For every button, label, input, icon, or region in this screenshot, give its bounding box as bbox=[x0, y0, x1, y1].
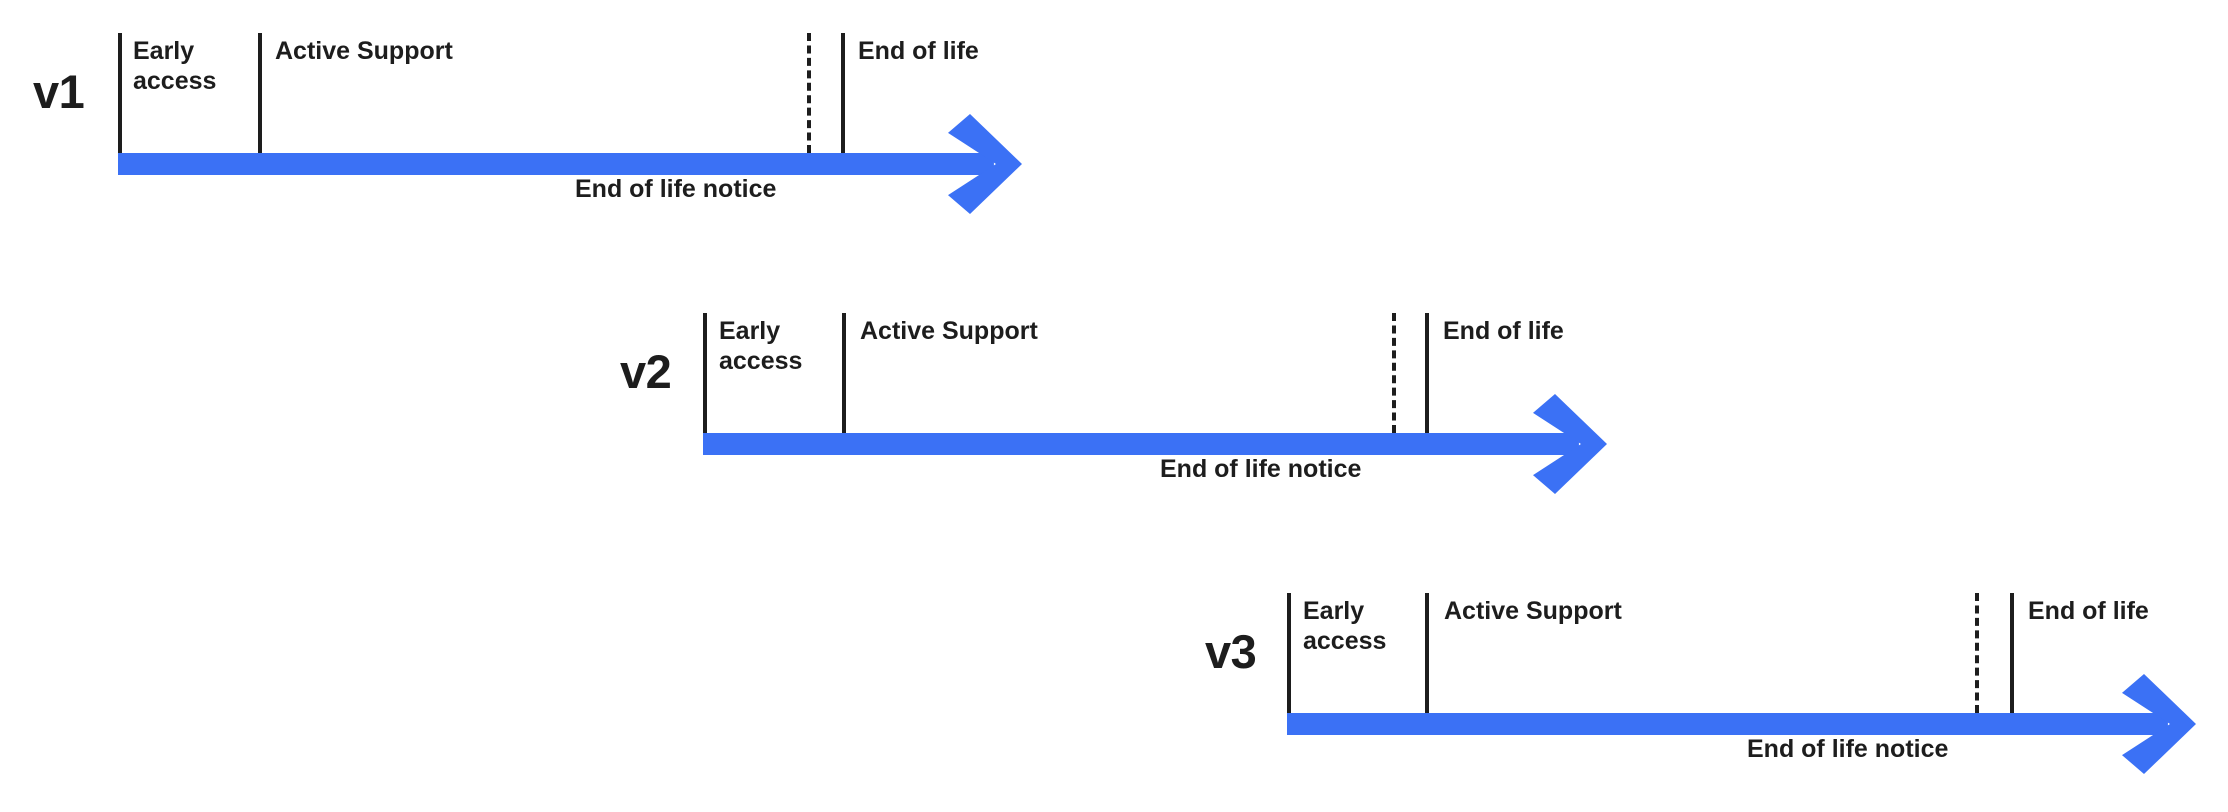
arrow-head bbox=[2122, 674, 2196, 774]
end-of-life-divider-v3 bbox=[2010, 593, 2014, 713]
phase-label-v1-1: Early access bbox=[133, 37, 217, 95]
end-of-life-notice-marker-v3 bbox=[1975, 593, 1979, 713]
phase-label-v3-1: Early access bbox=[1303, 597, 1387, 655]
phase-label-v2-3: End of life bbox=[1443, 317, 1564, 345]
arrow-head bbox=[948, 114, 1022, 214]
phase-label-v2-2: Active Support bbox=[860, 317, 1038, 345]
end-of-life-divider-v2 bbox=[1425, 313, 1429, 433]
phase-divider-v1-1 bbox=[118, 33, 122, 153]
phase-divider-v1-2 bbox=[258, 33, 262, 153]
end-of-life-notice-label-v2: End of life notice bbox=[1160, 455, 1362, 483]
version-label-v3: v3 bbox=[1205, 625, 1257, 678]
arrow-head bbox=[1533, 394, 1607, 494]
arrow-shaft bbox=[118, 153, 994, 175]
end-of-life-notice-marker-v2 bbox=[1392, 313, 1396, 433]
arrow-shaft bbox=[703, 433, 1579, 455]
phase-divider-v3-1 bbox=[1287, 593, 1291, 713]
end-of-life-notice-marker-v1 bbox=[807, 33, 811, 153]
phase-divider-v3-2 bbox=[1425, 593, 1429, 713]
arrow-shaft bbox=[1287, 713, 2168, 735]
phase-divider-v2-1 bbox=[703, 313, 707, 433]
timeline-arrow-v1 bbox=[118, 114, 1022, 214]
phase-label-v1-3: End of life bbox=[858, 37, 979, 65]
phase-label-v2-1: Early access bbox=[719, 317, 803, 375]
phase-label-v1-2: Active Support bbox=[275, 37, 453, 65]
phase-divider-v2-2 bbox=[842, 313, 846, 433]
timeline-arrow-v2 bbox=[703, 394, 1607, 494]
end-of-life-notice-label-v1: End of life notice bbox=[575, 175, 777, 203]
end-of-life-divider-v1 bbox=[841, 33, 845, 153]
version-label-v1: v1 bbox=[33, 65, 85, 118]
end-of-life-notice-label-v3: End of life notice bbox=[1747, 735, 1949, 763]
phase-label-v3-2: Active Support bbox=[1444, 597, 1622, 625]
version-label-v2: v2 bbox=[620, 345, 672, 398]
timeline-arrow-v3 bbox=[1287, 674, 2196, 774]
phase-label-v3-3: End of life bbox=[2028, 597, 2149, 625]
